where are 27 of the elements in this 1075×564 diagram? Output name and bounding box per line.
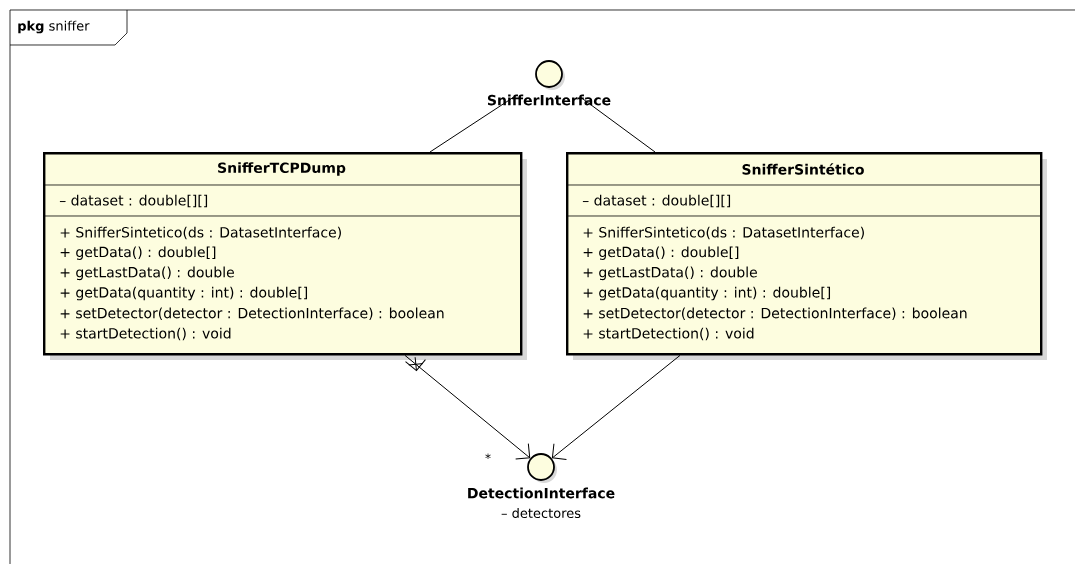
attribute-text: – dataset : double[][] <box>59 194 208 208</box>
operation-text: + setDetector(detector : DetectionInterface) : boolean <box>60 307 444 321</box>
operation-text: + getLastData() : double <box>583 266 757 281</box>
operation-text: + startDetection() : void <box>583 327 754 341</box>
association-line <box>404 354 531 460</box>
operation-text: + getData() : double[] <box>60 246 216 260</box>
operation-text: + SnifferSintetico(ds : DatasetInterface) <box>60 226 341 240</box>
operation-text: + setDetector(detector : DetectionInterface) : boolean <box>583 307 967 321</box>
operation-text: + startDetection() : void <box>60 327 231 341</box>
operation-text: + getData(quantity : int) : double[] <box>583 286 830 301</box>
association-line <box>429 95 517 153</box>
multiplicity-label: * <box>485 453 491 459</box>
operation-text: + getLastData() : double <box>60 266 234 281</box>
class-name: SnifferSintético <box>742 163 864 175</box>
association-line <box>551 354 681 460</box>
interface-circle <box>465 453 617 519</box>
operation-text: + getData() : double[] <box>583 246 739 260</box>
package-tab: pkg sniffer <box>9 9 128 46</box>
role-name: – detectores <box>501 507 581 519</box>
operation-text: + SnifferSintetico(ds : DatasetInterface) <box>583 226 864 240</box>
class-box <box>42 152 527 360</box>
association-line <box>580 97 656 153</box>
operation-text: + getData(quantity : int) : double[] <box>60 286 307 301</box>
class-name: SnifferTCPDump <box>218 162 346 176</box>
interface-name: DetectionInterface <box>465 486 617 500</box>
class-box <box>565 152 1047 360</box>
attribute-text: – dataset : double[][] <box>582 194 731 208</box>
